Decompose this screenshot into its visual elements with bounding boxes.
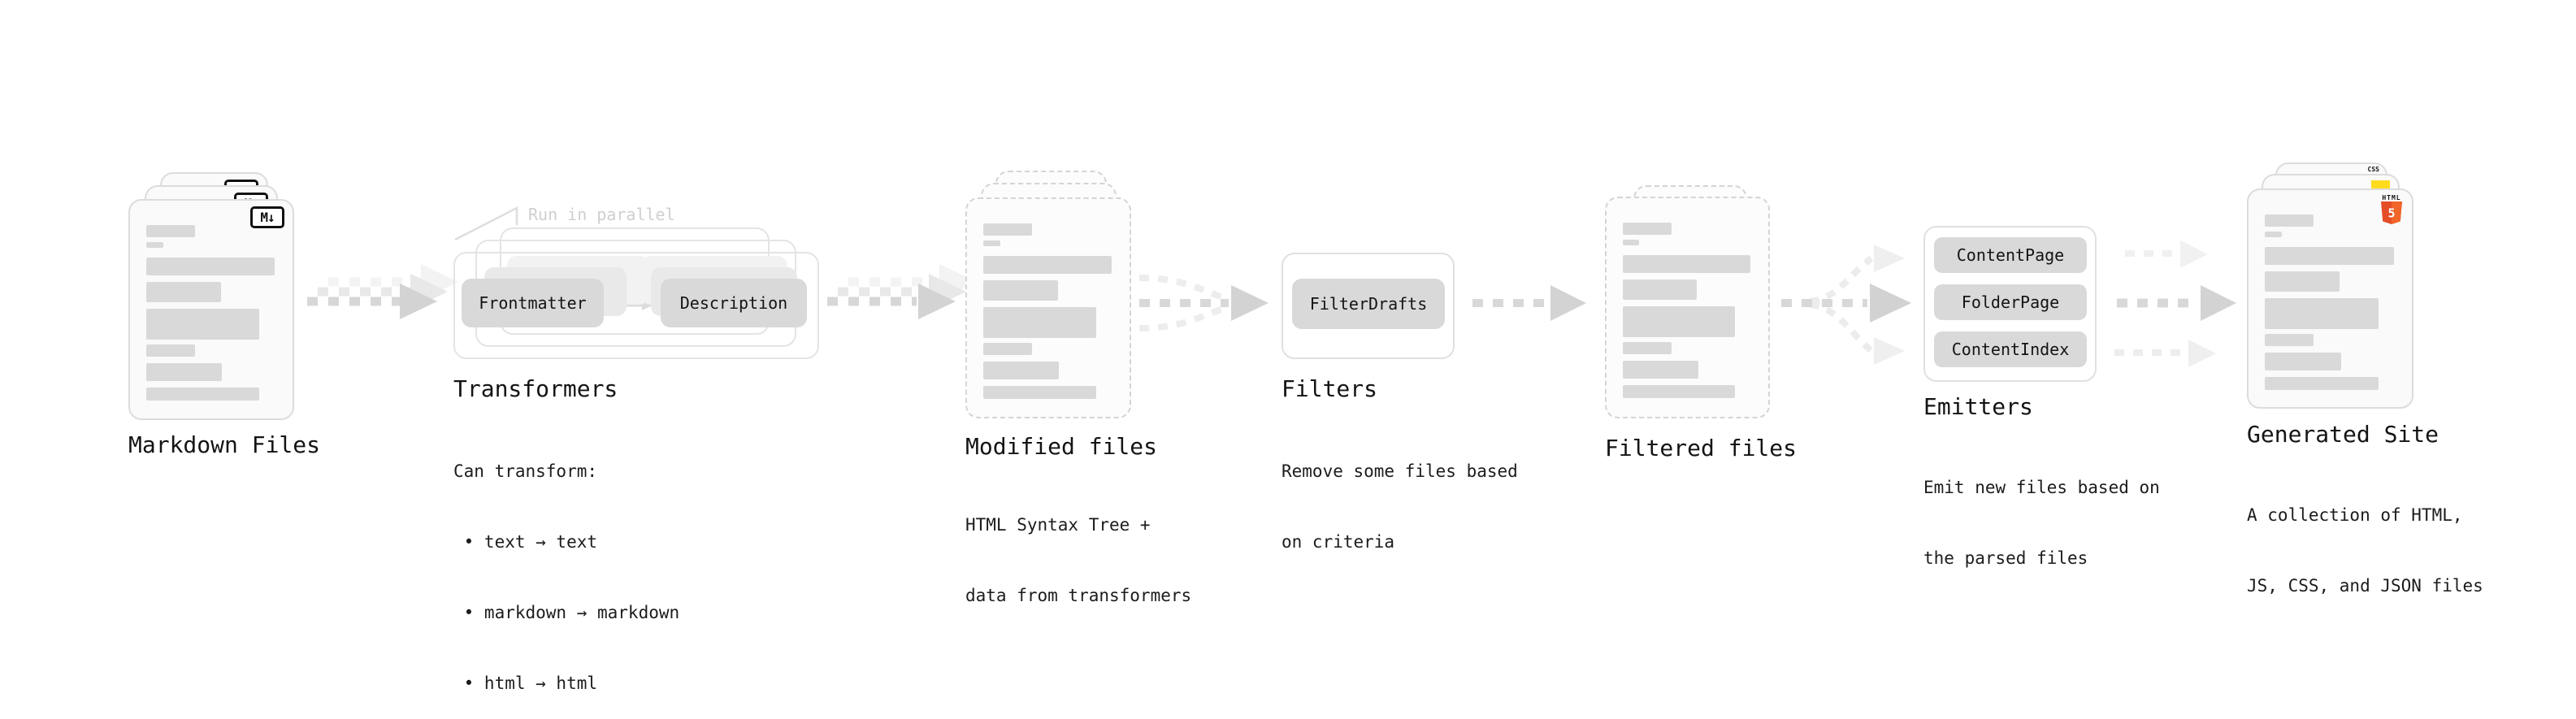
stage-title-filters: Filters xyxy=(1281,375,1378,402)
desc-line: data from transformers xyxy=(965,586,1192,605)
placeholder-bar xyxy=(146,344,196,357)
desc-line: Emit new files based on xyxy=(1923,478,2160,497)
placeholder-bar xyxy=(983,280,1058,301)
run-in-parallel-note: Run in parallel xyxy=(528,205,675,224)
arrow-emitters-to-generated xyxy=(2114,240,2236,367)
desc-line: Can transform: xyxy=(453,461,598,481)
placeholder-bar xyxy=(146,388,260,401)
transformer-node-frontmatter: Frontmatter xyxy=(462,279,604,327)
transformers-frame-front xyxy=(453,252,819,359)
emitter-node-contentpage: ContentPage xyxy=(1934,237,2087,273)
placeholder-bar xyxy=(146,225,196,237)
placeholder-bar xyxy=(1623,361,1698,379)
placeholder-bar xyxy=(146,242,163,248)
arrow-markdown-to-transformers xyxy=(307,264,458,319)
html5-icon-label: HTML xyxy=(2382,194,2401,201)
arrow-transformers-to-modified xyxy=(827,264,977,319)
placeholder-bar xyxy=(146,258,275,275)
desc-line: JS, CSS, and JSON files xyxy=(2247,576,2483,596)
generated-file-card-html: HTML 5 xyxy=(2247,188,2413,409)
placeholder-bar xyxy=(2265,334,2314,346)
placeholder-bar xyxy=(1623,255,1750,273)
markdown-icon: M↓ xyxy=(250,206,284,228)
filtered-file-card-front xyxy=(1605,197,1770,418)
placeholder-bar xyxy=(2265,214,2314,227)
placeholder-bar xyxy=(2265,353,2341,370)
placeholder-bar xyxy=(983,362,1060,379)
document-skeleton-bars xyxy=(2265,214,2394,390)
desc-line: the parsed files xyxy=(1923,548,2088,568)
stage-title-modified-files: Modified files xyxy=(965,433,1158,460)
desc-line: • markdown → markdown xyxy=(453,603,680,622)
desc-line: A collection of HTML, xyxy=(2247,505,2463,525)
html5-icon: HTML 5 xyxy=(2381,194,2402,227)
stage-title-filtered-files: Filtered files xyxy=(1605,435,1798,461)
modified-files-description: HTML Syntax Tree + data from transformer… xyxy=(965,466,1191,631)
arrow-modified-to-filters xyxy=(1138,275,1268,331)
stage-title-markdown-files: Markdown Files xyxy=(128,431,321,458)
desc-line: HTML Syntax Tree + xyxy=(965,515,1151,535)
desc-line: • text → text xyxy=(453,532,598,552)
run-in-parallel-callout-line xyxy=(454,206,518,241)
pipeline-diagram: { "stages": { "markdown_files": { "title… xyxy=(128,162,2483,693)
filters-description: Remove some files based on criteria xyxy=(1281,413,1518,578)
emitter-node-contentindex: ContentIndex xyxy=(1934,331,2087,367)
document-skeleton-bars xyxy=(1623,223,1750,398)
filter-node-filterdrafts: FilterDrafts xyxy=(1292,279,1445,329)
stage-title-generated-site: Generated Site xyxy=(2247,421,2439,448)
stage-title-transformers: Transformers xyxy=(453,375,618,402)
placeholder-bar xyxy=(146,363,223,381)
js-icon xyxy=(2371,180,2390,191)
transformers-description: Can transform: • text → text • markdown … xyxy=(453,413,679,719)
modified-file-card-front xyxy=(965,197,1131,418)
placeholder-bar xyxy=(2265,232,2282,237)
placeholder-bar xyxy=(1623,385,1736,398)
desc-line: on criteria xyxy=(1281,532,1395,552)
placeholder-bar xyxy=(1623,240,1640,245)
arrow-filters-to-filtered xyxy=(1472,285,1586,321)
placeholder-bar xyxy=(146,309,260,340)
document-skeleton-bars xyxy=(146,225,275,401)
placeholder-bar xyxy=(983,343,1033,355)
desc-line: Remove some files based xyxy=(1281,461,1518,481)
placeholder-bar xyxy=(1623,306,1736,337)
document-skeleton-bars xyxy=(983,223,1112,399)
placeholder-bar xyxy=(2265,377,2379,390)
emitter-node-folderpage: FolderPage xyxy=(1934,284,2087,320)
arrow-filtered-to-emitters xyxy=(1781,245,1911,365)
placeholder-bar xyxy=(983,223,1033,236)
stage-title-emitters: Emitters xyxy=(1923,393,2033,420)
placeholder-bar xyxy=(2265,271,2340,292)
placeholder-bar xyxy=(2265,298,2379,329)
html5-shield: 5 xyxy=(2381,201,2402,224)
placeholder-bar xyxy=(983,307,1097,338)
placeholder-bar xyxy=(983,240,1000,246)
generated-site-description: A collection of HTML, JS, CSS, and JSON … xyxy=(2247,457,2483,622)
placeholder-bar xyxy=(983,386,1097,399)
svg-text:5: 5 xyxy=(2387,206,2395,221)
transformer-node-description: Description xyxy=(661,279,807,327)
placeholder-bar xyxy=(146,282,221,302)
markdown-file-card-front: M↓ xyxy=(128,199,294,420)
desc-line: • html → html xyxy=(453,674,598,693)
emitters-description: Emit new files based on the parsed files xyxy=(1923,429,2160,594)
placeholder-bar xyxy=(1623,342,1672,354)
placeholder-bar xyxy=(2265,247,2394,265)
placeholder-bar xyxy=(983,256,1112,274)
placeholder-bar xyxy=(1623,223,1672,235)
placeholder-bar xyxy=(1623,279,1698,300)
css-icon-label: CSS xyxy=(2367,166,2379,173)
